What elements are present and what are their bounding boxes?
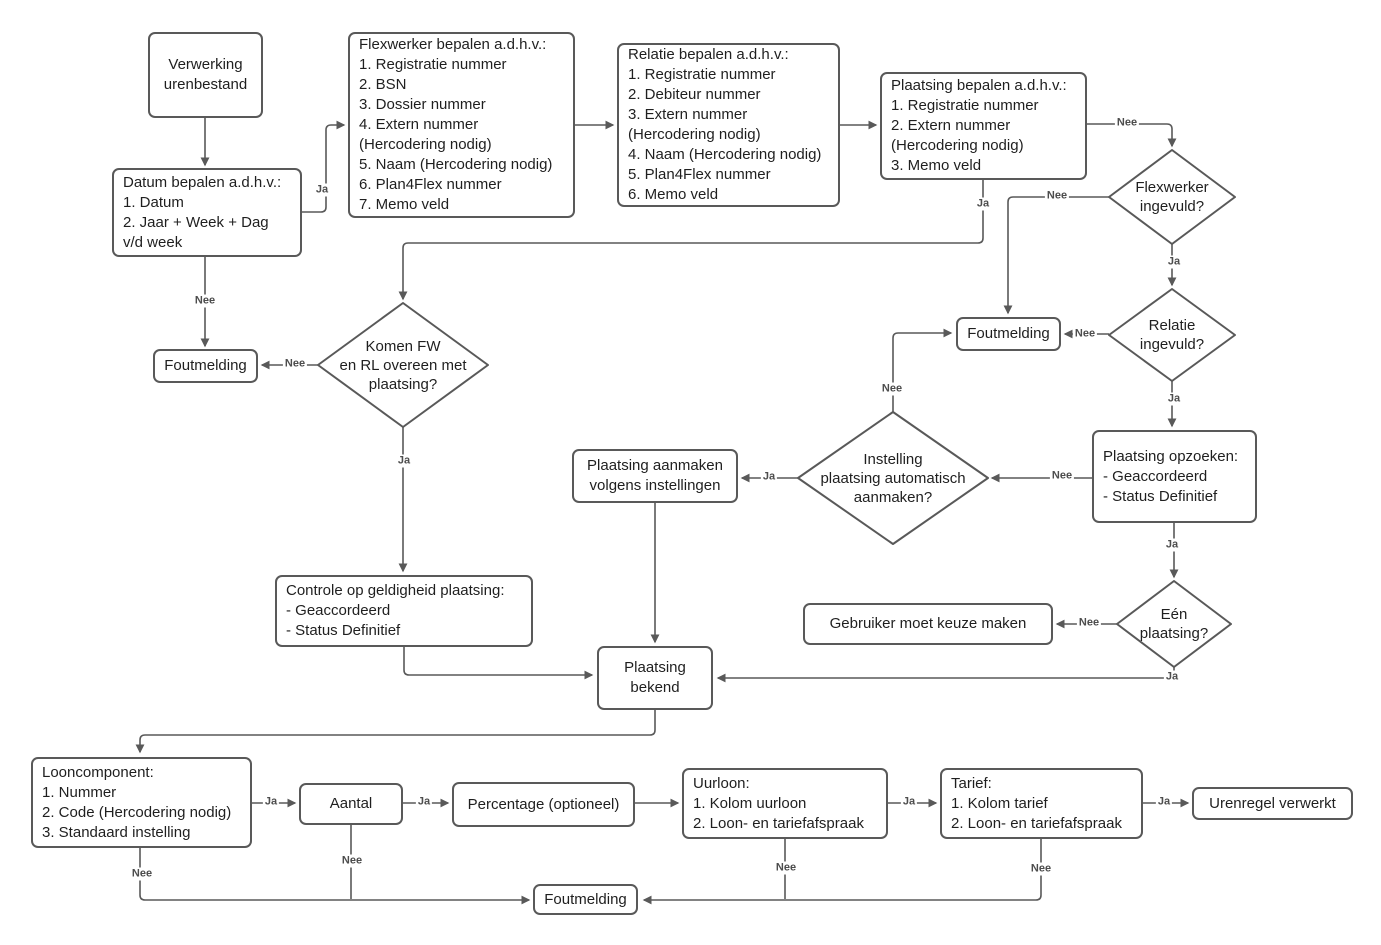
edge-label-aantal-foutmelding-nee: Nee <box>339 854 365 868</box>
decision-relatie-ingevuld-shape <box>1108 288 1236 382</box>
decision-komen-overeen-label: Komen FW en RL overeen met plaatsing? <box>339 337 467 393</box>
edge-label-uurloon-tarief-ja: Ja <box>900 795 918 809</box>
edge-label-eenplaatsing-gebruiker-nee: Nee <box>1076 616 1102 630</box>
arrow-plaatsing-bepalen-to-flexwerker-ingevuld <box>1087 123 1177 148</box>
edge-label-looncomponent-aantal-ja: Ja <box>262 795 280 809</box>
arrow-plaatsing-bepalen-to-komen <box>398 180 984 301</box>
node-plaatsing-bekend: Plaatsing bekend <box>597 646 713 710</box>
edge-label-looncomponent-foutmelding-nee: Nee <box>129 867 155 881</box>
edge-label-aantal-percentage-ja: Ja <box>415 795 433 809</box>
node-foutmelding-links: Foutmelding <box>153 349 258 383</box>
node-urenregel-verwerkt: Urenregel verwerkt <box>1192 787 1353 820</box>
edge-label-relatieingevuld-foutmelding-nee: Nee <box>1072 327 1098 341</box>
decision-een-plaatsing-shape <box>1116 580 1232 668</box>
node-percentage: Percentage (optioneel) <box>452 782 635 827</box>
decision-instelling-automatisch-shape <box>797 411 989 545</box>
arrow-een-plaatsing-to-plaatsing-bekend <box>716 667 1175 683</box>
arrow-looncomponent-to-foutmelding-onder <box>139 848 531 905</box>
node-tarief: Tarief: 1. Kolom tarief 2. Loon- en tari… <box>940 768 1143 839</box>
node-plaatsing-opzoeken: Plaatsing opzoeken: - Geaccordeerd - Sta… <box>1092 430 1257 523</box>
decision-flexwerker-ingevuld-shape <box>1108 149 1236 245</box>
node-relatie-bepalen: Relatie bepalen a.d.h.v.: 1. Registratie… <box>617 43 840 207</box>
edge-label-plaatsingopzoeken-instelling-nee: Nee <box>1049 469 1075 483</box>
arrow-flexwerker-ingevuld-to-foutmelding-rechts <box>1003 196 1109 315</box>
edge-label-instelling-plaatsingaanmaken-ja: Ja <box>760 470 778 484</box>
arrow-tarief-to-foutmelding-onder <box>642 839 1042 905</box>
node-uurloon: Uurloon: 1. Kolom uurloon 2. Loon- en ta… <box>682 768 888 839</box>
node-foutmelding-onder: Foutmelding <box>533 884 638 915</box>
arrow-plaatsing-bekend-to-looncomponent <box>135 710 656 754</box>
edge-label-datum-foutmelding-nee: Nee <box>192 294 218 308</box>
node-gebruiker-keuze: Gebruiker moet keuze maken <box>803 603 1053 645</box>
edge-label-relatieingevuld-plaatsingopzoeken-ja: Ja <box>1165 392 1183 406</box>
node-looncomponent: Looncomponent: 1. Nummer 2. Code (Hercod… <box>31 757 252 848</box>
edge-label-eenplaatsing-plaatsingbekend-ja: Ja <box>1163 670 1181 684</box>
node-aantal: Aantal <box>299 783 403 825</box>
edge-label-datum-flexwerker-ja: Ja <box>313 183 331 197</box>
arrow-instelling-to-foutmelding-rechts <box>892 328 953 412</box>
edge-label-tarief-foutmelding-nee: Nee <box>1028 862 1054 876</box>
decision-relatie-ingevuld-label: Relatie ingevuld? <box>1139 317 1205 353</box>
node-foutmelding-rechts: Foutmelding <box>956 317 1061 351</box>
edge-label-uurloon-foutmelding-nee: Nee <box>773 861 799 875</box>
edge-label-flexwerkeringevuld-foutmelding-nee: Nee <box>1044 189 1070 203</box>
node-plaatsing-aanmaken: Plaatsing aanmaken volgens instellingen <box>572 449 738 503</box>
node-plaatsing-bepalen: Plaatsing bepalen a.d.h.v.: 1. Registrat… <box>880 72 1087 180</box>
edge-label-komen-controle-ja: Ja <box>395 454 413 468</box>
edge-label-tarief-urenregel-ja: Ja <box>1155 795 1173 809</box>
node-datum-bepalen: Datum bepalen a.d.h.v.: 1. Datum 2. Jaar… <box>112 168 302 257</box>
decision-instelling-automatisch-label: Instelling plaatsing automatisch aanmake… <box>820 450 966 506</box>
edge-label-instelling-foutmelding-nee: Nee <box>879 382 905 396</box>
decision-flexwerker-ingevuld-label: Flexwerker ingevuld? <box>1135 179 1209 215</box>
node-verwerking-urenbestand: Verwerking urenbestand <box>148 32 263 118</box>
edge-label-plaatsingbepalen-komen-ja: Ja <box>974 197 992 211</box>
arrow-datum-to-flexwerker <box>302 120 346 213</box>
edge-label-flexwerkeringevuld-relatieingevuld-ja: Ja <box>1165 255 1183 269</box>
arrow-controle-to-plaatsing-bekend <box>403 647 594 680</box>
decision-komen-overeen-shape <box>317 302 489 428</box>
edge-label-komen-foutmelding-nee: Nee <box>282 357 308 371</box>
edge-label-plaatsingopzoeken-eenplaatsing-ja: Ja <box>1163 538 1181 552</box>
node-flexwerker-bepalen: Flexwerker bepalen a.d.h.v.: 1. Registra… <box>348 32 575 218</box>
decision-een-plaatsing-label: Eén plaatsing? <box>1139 606 1209 642</box>
edge-label-plaatsingbepalen-flexwerkeringevuld-nee: Nee <box>1114 116 1140 130</box>
node-controle-geldigheid: Controle op geldigheid plaatsing: - Geac… <box>275 575 533 647</box>
